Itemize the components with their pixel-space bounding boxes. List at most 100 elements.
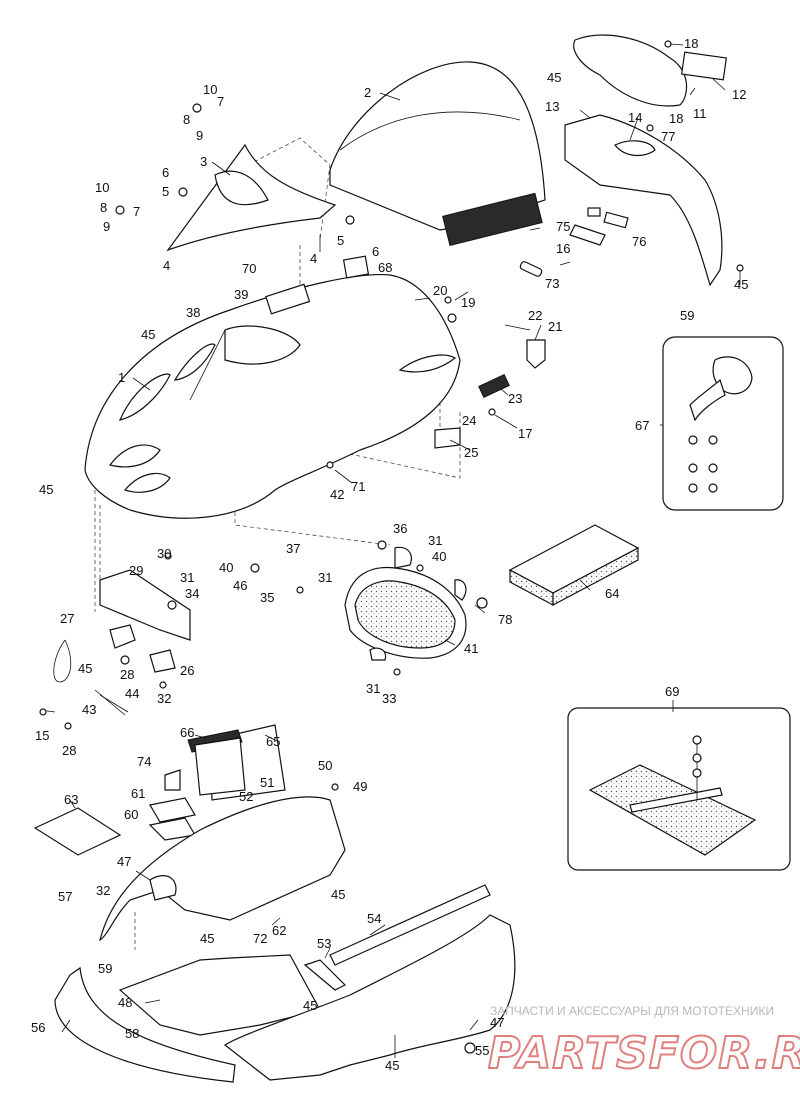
callout-24: 24 (462, 413, 476, 428)
callout-71: 71 (351, 479, 365, 494)
callout-33: 33 (382, 691, 396, 706)
callout-78: 78 (498, 612, 512, 627)
left-side-panel (99, 796, 346, 942)
callout-34: 34 (185, 586, 199, 601)
callout-64: 64 (605, 586, 619, 601)
callout-45: 45 (331, 887, 345, 902)
callout-45: 45 (39, 482, 53, 497)
callout-1: 1 (118, 370, 125, 385)
callout-15: 15 (35, 728, 49, 743)
watermark-tagline: ЗАПЧАСТИ И АКСЕССУАРЫ ДЛЯ МОТОТЕХНИКИ (490, 1004, 774, 1018)
callout-75: 75 (556, 219, 570, 234)
callout-46: 46 (233, 578, 247, 593)
callout-72: 72 (253, 931, 267, 946)
callout-51: 51 (260, 775, 274, 790)
callout-17: 17 (518, 426, 532, 441)
callout-53: 53 (317, 936, 331, 951)
callout-77: 77 (661, 129, 675, 144)
callout-10: 10 (95, 180, 109, 195)
callout-25: 25 (464, 445, 478, 460)
callout-28: 28 (120, 667, 134, 682)
callout-68: 68 (378, 260, 392, 275)
callout-leaders (61, 43, 741, 1058)
callout-31: 31 (366, 681, 380, 696)
callout-38: 38 (186, 305, 200, 320)
side-deflector (166, 143, 337, 252)
callout-4: 4 (163, 258, 170, 273)
callout-43: 43 (82, 702, 96, 717)
small-hardware-right (326, 296, 546, 469)
callout-35: 35 (260, 590, 274, 605)
callout-36: 36 (393, 521, 407, 536)
callout-59: 59 (680, 308, 694, 323)
callout-59: 59 (98, 961, 112, 976)
callout-27: 27 (60, 611, 74, 626)
callout-45: 45 (547, 70, 561, 85)
callout-45: 45 (200, 931, 214, 946)
callout-40: 40 (219, 560, 233, 575)
callout-20: 20 (433, 283, 447, 298)
callout-10: 10 (203, 82, 217, 97)
callout-47: 47 (117, 854, 131, 869)
mount-bracket (569, 207, 629, 246)
panels-65-66 (164, 724, 286, 801)
callout-54: 54 (367, 911, 381, 926)
callout-45: 45 (141, 327, 155, 342)
callout-45: 45 (734, 277, 748, 292)
callout-8: 8 (183, 112, 190, 127)
callout-65: 65 (266, 734, 280, 749)
windshield (329, 61, 546, 247)
callout-19: 19 (461, 295, 475, 310)
callout-31: 31 (428, 533, 442, 548)
callout-28: 28 (62, 743, 76, 758)
callout-3: 3 (200, 154, 207, 169)
callout-11: 11 (693, 106, 707, 121)
callout-70: 70 (242, 261, 256, 276)
headlight-assembly (344, 546, 467, 661)
callout-4: 4 (310, 251, 317, 266)
callout-21: 21 (548, 319, 562, 334)
callout-5: 5 (162, 184, 169, 199)
decal-70 (265, 283, 311, 315)
callout-9: 9 (103, 219, 110, 234)
watermark: ЗАПЧАСТИ И АКСЕССУАРЫ ДЛЯ МОТОТЕХНИКИ PA… (487, 1004, 800, 1080)
callout-8: 8 (100, 200, 107, 215)
callout-5: 5 (337, 233, 344, 248)
callout-18: 18 (684, 36, 698, 51)
callout-44: 44 (125, 686, 139, 701)
callout-47: 47 (490, 1015, 504, 1030)
front-bumper (54, 966, 236, 1083)
callout-58: 58 (125, 1026, 139, 1041)
callout-31: 31 (318, 570, 332, 585)
callout-30: 30 (157, 546, 171, 561)
callout-labels: 1 2 3 4 4 5 5 6 6 7 7 8 8 9 9 10 10 11 1… (31, 36, 748, 1073)
callout-76: 76 (632, 234, 646, 249)
callout-67: 67 (635, 418, 649, 433)
callout-16: 16 (556, 241, 570, 256)
clip-73 (519, 261, 543, 277)
callout-45: 45 (303, 998, 317, 1013)
callout-73: 73 (545, 276, 559, 291)
callout-7: 7 (217, 94, 224, 109)
callout-49: 49 (353, 779, 367, 794)
callout-50: 50 (318, 758, 332, 773)
callout-26: 26 (180, 663, 194, 678)
callout-32: 32 (157, 691, 171, 706)
rear-trim-panel (573, 34, 728, 107)
callout-63: 63 (64, 792, 78, 807)
callout-40: 40 (432, 549, 446, 564)
callout-22: 22 (528, 308, 542, 323)
callout-45: 45 (78, 661, 92, 676)
callout-57: 57 (58, 889, 72, 904)
callout-60: 60 (124, 807, 138, 822)
callout-66: 66 (180, 725, 194, 740)
callout-69: 69 (665, 684, 679, 699)
callout-23: 23 (508, 391, 522, 406)
callout-12: 12 (732, 87, 746, 102)
callout-37: 37 (286, 541, 300, 556)
callout-18: 18 (669, 111, 683, 126)
bracket-60-61 (148, 797, 196, 841)
callout-74: 74 (137, 754, 151, 769)
callout-6: 6 (372, 244, 379, 259)
callout-2: 2 (364, 85, 371, 100)
